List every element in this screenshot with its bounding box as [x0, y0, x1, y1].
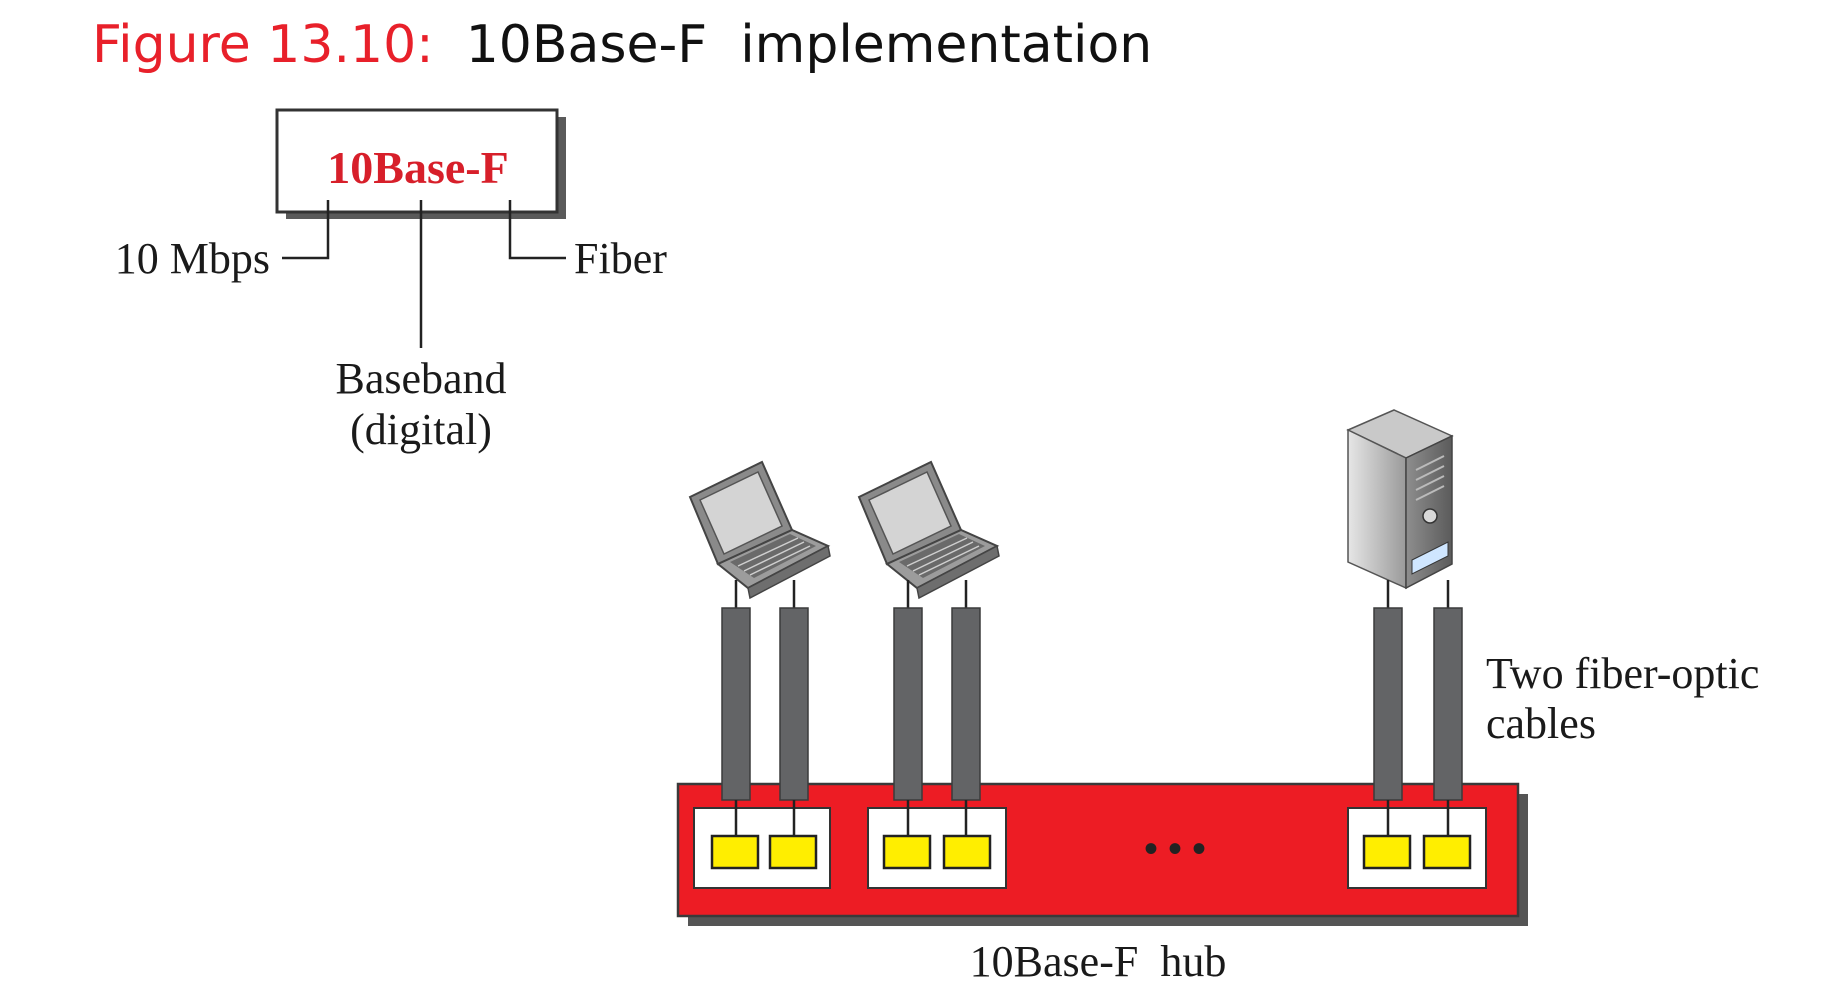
port	[1362, 834, 1412, 870]
fiber-cable-pair-2	[893, 580, 981, 836]
speed-label: 10 Mbps	[115, 234, 270, 283]
naming-diagram: 10Base-F 10 Mbps Fiber Baseband (digital…	[115, 108, 667, 454]
fiber-cable-pair-1	[721, 580, 809, 836]
port	[710, 834, 760, 870]
figure-number: Figure 13.10:	[92, 15, 434, 75]
laptop-icon	[857, 460, 1000, 600]
port	[942, 834, 992, 870]
naming-box-label: 10Base-F	[327, 142, 508, 193]
speed-connector	[282, 200, 330, 260]
server-icon	[1346, 409, 1454, 590]
laptop-icon	[688, 460, 831, 600]
figure-caption: 10Base-F implementation	[466, 15, 1153, 75]
medium-connector	[508, 200, 566, 260]
port	[768, 834, 818, 870]
port	[882, 834, 932, 870]
baseband-label: Baseband	[335, 354, 506, 403]
more-ports-ellipsis: • • •	[1144, 826, 1206, 871]
figure-title: Figure 13.10: 10Base-F implementation	[92, 15, 1152, 75]
cables-label: Two fiber-optic	[1486, 649, 1759, 698]
medium-label: Fiber	[574, 234, 667, 283]
port	[1422, 834, 1472, 870]
naming-box	[275, 108, 559, 214]
hub-label: 10Base-F hub	[970, 937, 1227, 986]
baseband-sublabel: (digital)	[350, 405, 492, 454]
fiber-cable-pair-3	[1373, 580, 1463, 836]
cables-sublabel: cables	[1486, 699, 1596, 748]
